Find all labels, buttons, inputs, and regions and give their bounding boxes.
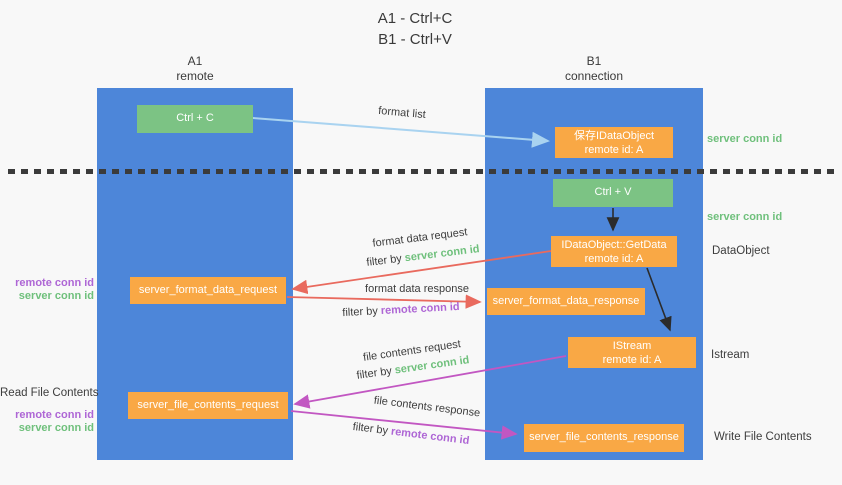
write-file-contents-annotation: Write File Contents <box>714 431 812 443</box>
server-file-contents-response-box: server_file_contents_response <box>524 424 684 452</box>
filter-by-text: filter by <box>352 420 392 438</box>
lifeline-b1-role: connection <box>564 69 624 83</box>
lifeline-header-a1: A1 remote <box>97 54 293 84</box>
remote-conn-id-text: remote conn id <box>15 277 94 289</box>
file-contents-response-filter-label: filter by remote conn id <box>341 420 481 449</box>
save-idataobject-box: 保存IDataObject remote id: A <box>555 127 673 158</box>
dataobject-annotation: DataObject <box>712 245 770 257</box>
remote-conn-id-text: remote conn id <box>390 425 470 448</box>
istream-line2: remote id: A <box>602 354 662 366</box>
ctrl-v-box: Ctrl + V <box>553 179 673 207</box>
ctrl-c-box: Ctrl + C <box>137 105 253 133</box>
server-conn-id-annotation-top: server conn id <box>707 133 783 145</box>
format-data-response-filter-label: filter by remote conn id <box>336 301 466 320</box>
getdata-line2: remote id: A <box>584 253 644 265</box>
save-idataobject-line1: 保存IDataObject <box>573 130 655 142</box>
lifeline-b1-name: B1 <box>586 54 602 68</box>
remote-conn-id-text: remote conn id <box>380 300 460 318</box>
read-file-contents-annotation: Read File Contents <box>0 387 99 399</box>
section-divider-dotted-line <box>8 169 838 174</box>
server-format-data-request-box: server_format_data_request <box>130 277 286 304</box>
server-file-contents-request-box: server_file_contents_request <box>128 392 288 419</box>
file-contents-response-label: file contents response <box>373 394 481 420</box>
lifeline-a1-role: remote <box>176 69 214 83</box>
server-format-data-response-box: server_format_data_response <box>487 288 645 315</box>
conn-id-annotation-left-top: remote conn id server conn id <box>0 277 94 303</box>
filter-by-text: filter by <box>365 252 406 269</box>
lifeline-a1-name: A1 <box>187 54 203 68</box>
istream-annotation: Istream <box>711 349 750 361</box>
lifeline-header-b1: B1 connection <box>485 54 703 84</box>
server-conn-id-text: server conn id <box>404 243 481 265</box>
filter-by-text: filter by <box>355 364 396 382</box>
getdata-line1: IDataObject::GetData <box>561 239 667 251</box>
istream-box: IStream remote id: A <box>568 337 696 368</box>
title-line-2: B1 - Ctrl+V <box>378 31 452 48</box>
remote-conn-id-text: remote conn id <box>15 409 94 421</box>
server-conn-id-text: server conn id <box>18 290 94 302</box>
filter-by-text: filter by <box>342 305 382 320</box>
format-data-response-label: format data response <box>365 283 469 295</box>
conn-id-annotation-left-bottom: remote conn id server conn id <box>0 409 94 435</box>
save-idataobject-line2: remote id: A <box>584 144 644 156</box>
istream-line1: IStream <box>612 340 652 352</box>
idataobject-getdata-box: IDataObject::GetData remote id: A <box>551 236 677 267</box>
diagram-title: A1 - Ctrl+C B1 - Ctrl+V <box>315 8 515 50</box>
server-conn-id-text: server conn id <box>18 422 94 434</box>
server-conn-id-annotation-mid: server conn id <box>707 211 783 223</box>
format-list-label: format list <box>377 104 427 122</box>
title-line-1: A1 - Ctrl+C <box>377 10 453 27</box>
